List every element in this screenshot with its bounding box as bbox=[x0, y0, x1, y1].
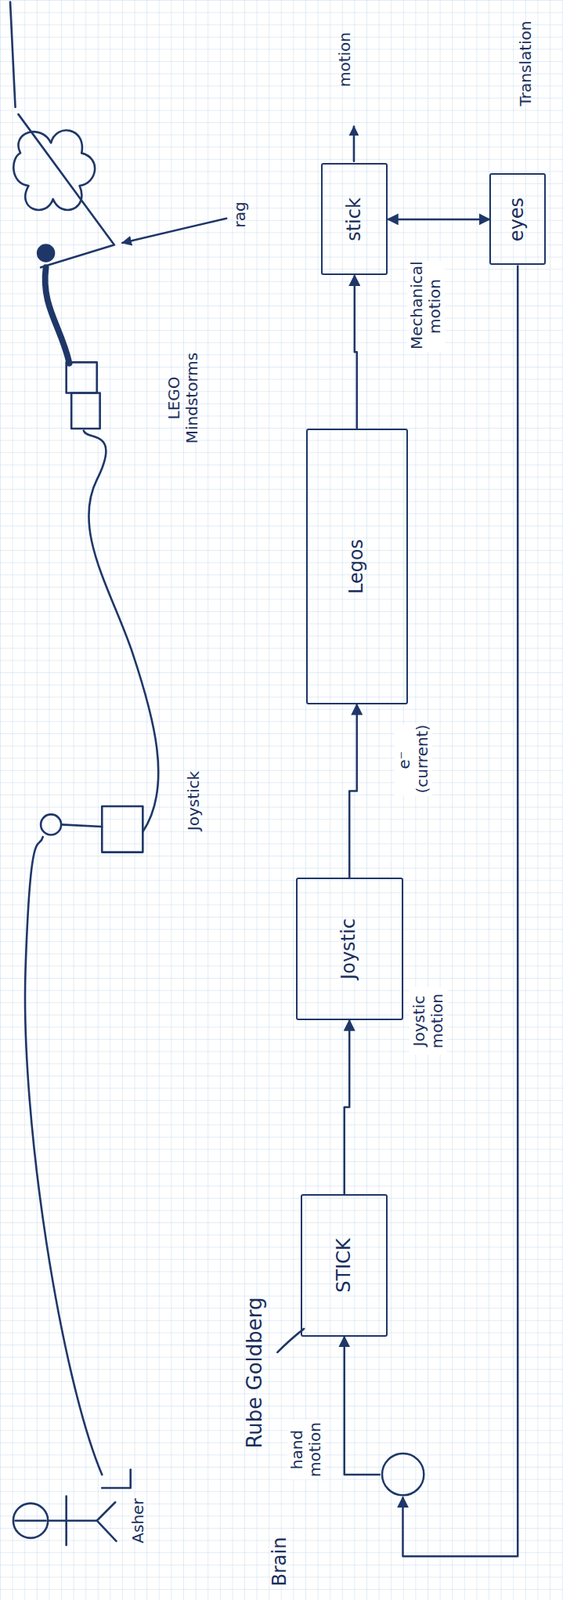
note: Translation bbox=[515, 18, 535, 109]
robot-arm bbox=[45, 267, 70, 363]
process-box: Joystic bbox=[295, 876, 404, 1020]
part-name: LEGO Mindstorms bbox=[164, 346, 203, 449]
process-box: Legos bbox=[306, 428, 408, 704]
person-name: Asher bbox=[127, 1494, 148, 1545]
circle-outline bbox=[382, 1452, 424, 1495]
plane-shape bbox=[13, 129, 95, 210]
flow-arrow bbox=[344, 1335, 381, 1474]
joystick-symbol bbox=[40, 805, 143, 852]
edge-label: Mechanical motion bbox=[407, 260, 445, 352]
flow-arrow bbox=[354, 274, 358, 429]
flow-arrow bbox=[344, 1019, 350, 1194]
edge-label: e⁻ (current) bbox=[394, 724, 433, 796]
flow-arrow bbox=[349, 703, 358, 877]
node-text: Joystic bbox=[338, 917, 361, 979]
output-arrow bbox=[353, 126, 356, 162]
wire bbox=[25, 836, 102, 1474]
gripper bbox=[37, 245, 55, 262]
node-text: Brain bbox=[269, 1535, 292, 1585]
part-name: Joystick bbox=[184, 768, 204, 833]
part-name: rag bbox=[230, 198, 250, 230]
brain-circle: Brain bbox=[380, 1450, 426, 1496]
leader-line bbox=[122, 218, 227, 243]
process-box: stick bbox=[321, 162, 388, 275]
person-figure bbox=[13, 1468, 131, 1545]
title-note: Rube Goldberg bbox=[242, 1293, 268, 1450]
flow-arrow bbox=[387, 218, 490, 221]
node-text: Legos bbox=[346, 538, 369, 594]
wire bbox=[83, 430, 159, 832]
edge-label: Joystic motion bbox=[409, 986, 448, 1054]
node-text: stick bbox=[343, 197, 366, 242]
process-box: STICK bbox=[300, 1193, 388, 1336]
bracket-line bbox=[277, 1328, 304, 1352]
process-box: eyes bbox=[489, 173, 546, 265]
lego-brick bbox=[66, 361, 101, 429]
edge-label: hand motion bbox=[287, 1418, 325, 1479]
circle-outline bbox=[380, 1450, 426, 1496]
output-label: motion bbox=[335, 29, 355, 90]
frame bbox=[10, 2, 115, 268]
node-text: eyes bbox=[506, 197, 529, 242]
node-text: STICK bbox=[333, 1237, 356, 1292]
flow-arrow bbox=[402, 264, 518, 1556]
